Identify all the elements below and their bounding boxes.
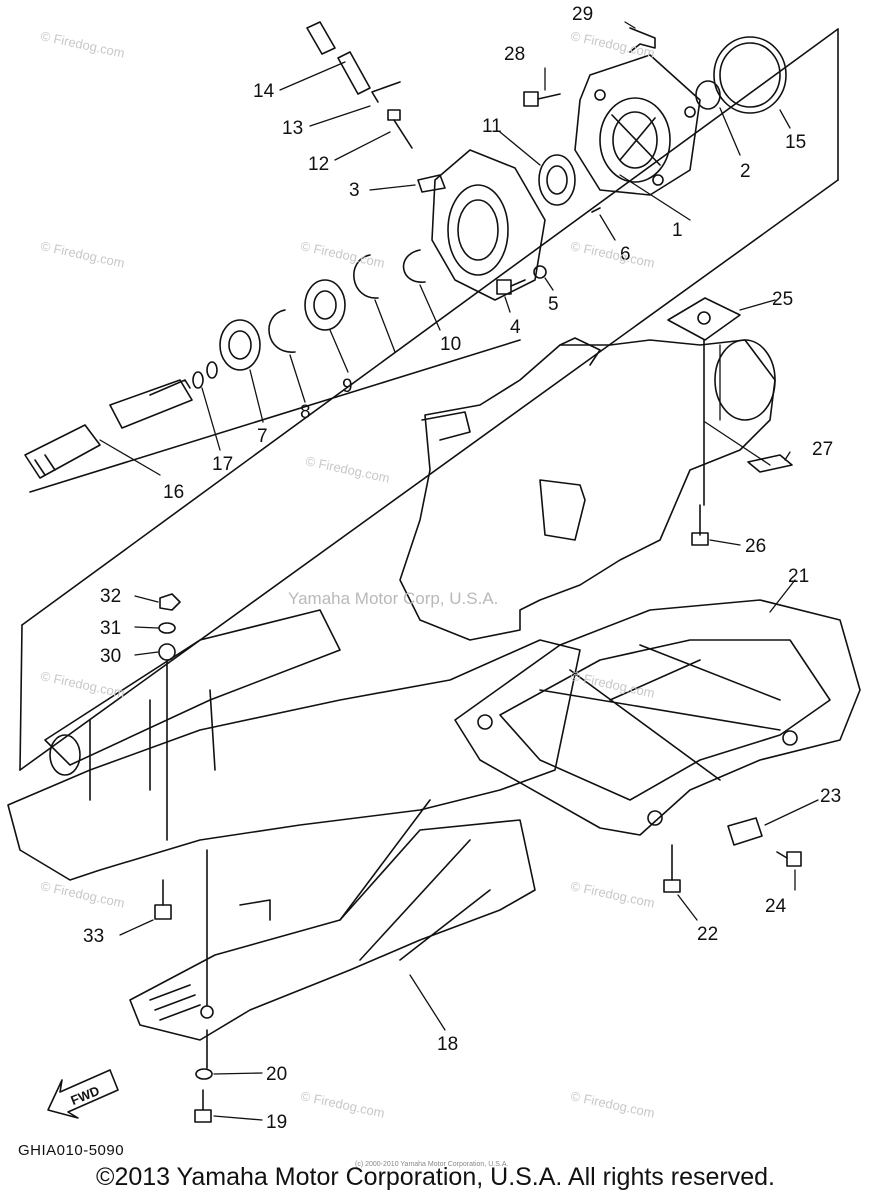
callout-31: 31 <box>100 618 121 639</box>
callout-20: 20 <box>266 1064 287 1085</box>
cap-part-2 <box>695 80 721 110</box>
hull-tray <box>7 609 581 881</box>
callout-29: 29 <box>572 4 593 25</box>
callout-14: 14 <box>253 81 275 102</box>
callout-23: 23 <box>820 786 841 807</box>
callout-27: 27 <box>812 439 833 460</box>
callout-17: 17 <box>212 454 233 475</box>
bolt-part-24 <box>776 851 802 867</box>
callout-4: 4 <box>510 317 521 338</box>
bolt-part-26 <box>691 504 709 546</box>
bearing-part-9 <box>304 279 346 331</box>
bolt-part-33 <box>154 879 172 920</box>
callout-1: 1 <box>672 220 683 241</box>
callout-33: 33 <box>83 926 104 947</box>
callout-22: 22 <box>697 924 718 945</box>
callout-7: 7 <box>257 426 268 447</box>
callout-26: 26 <box>745 536 766 557</box>
plate-part-25 <box>667 297 741 506</box>
exploded-frame <box>19 28 839 771</box>
bolt-part-19 <box>194 1089 212 1123</box>
site-watermark: © Firedog.com <box>39 668 126 700</box>
bearing-housing-part-3 <box>417 149 546 301</box>
site-watermark: © Firedog.com <box>304 453 391 485</box>
bearing-part-11 <box>538 154 576 206</box>
ride-plate-part-21 <box>454 599 861 836</box>
bracket-part-29 <box>629 27 656 53</box>
callout-6: 6 <box>620 244 631 265</box>
bolt-part-28 <box>523 91 561 107</box>
callout-9: 9 <box>342 376 353 397</box>
washer-part-31 <box>158 622 176 634</box>
callout-13: 13 <box>282 118 303 139</box>
intake-grate-part-18 <box>129 799 536 1069</box>
callout-3: 3 <box>349 180 360 201</box>
fitting-part-12 <box>387 109 413 149</box>
site-watermark: © Firedog.com <box>569 1088 656 1120</box>
callout-25: 25 <box>772 289 793 310</box>
o-ring-part-17b <box>192 371 204 389</box>
diagram-reference-code: GHIA010-5090 <box>18 1142 125 1159</box>
drive-shaft-part-16 <box>24 379 193 479</box>
site-watermark: © Firedog.com <box>299 1088 386 1120</box>
callout-18: 18 <box>437 1034 458 1055</box>
leader-lines <box>99 21 819 1121</box>
site-watermark: © Firedog.com <box>569 878 656 910</box>
site-watermarks: © Firedog.com © Firedog.com © Firedog.co… <box>39 28 656 1120</box>
washer-part-20 <box>195 1068 213 1080</box>
bracket-part-23 <box>727 817 763 846</box>
site-watermark: © Firedog.com <box>39 28 126 60</box>
callout-19: 19 <box>266 1112 287 1133</box>
callout-24: 24 <box>765 896 787 917</box>
fwd-arrow-icon <box>47 1069 119 1119</box>
callout-10: 10 <box>440 334 461 355</box>
circlip-part-8-lower <box>268 309 296 353</box>
site-watermark: © Firedog.com <box>569 668 656 700</box>
pin-part-13 <box>371 81 401 103</box>
strip-part-27 <box>747 454 793 473</box>
circlip-part-10 <box>402 249 426 283</box>
callout-15: 15 <box>785 132 806 153</box>
callout-labels: 1 2 3 4 5 6 7 8 9 10 11 12 13 14 15 16 1… <box>83 4 841 1133</box>
callout-2: 2 <box>740 161 751 182</box>
callout-5: 5 <box>548 294 559 315</box>
nut-part-32 <box>159 593 181 611</box>
site-watermark: © Firedog.com <box>299 238 386 270</box>
bearing-part-7 <box>219 319 261 371</box>
callout-21: 21 <box>788 566 809 587</box>
washer-part-30 <box>158 643 176 661</box>
o-ring-part-17a <box>206 361 218 379</box>
callout-16: 16 <box>163 482 184 503</box>
intake-duct-body <box>399 337 776 641</box>
site-watermark: © Firedog.com <box>569 238 656 270</box>
callout-8: 8 <box>300 402 311 423</box>
o-ring-part-15 <box>713 36 787 114</box>
callout-28: 28 <box>504 44 525 65</box>
pin-part-6 <box>591 207 601 213</box>
site-watermark: © Firedog.com <box>39 878 126 910</box>
site-watermark: © Firedog.com <box>39 238 126 270</box>
callout-30: 30 <box>100 646 121 667</box>
callout-11: 11 <box>482 116 502 137</box>
center-watermark: Yamaha Motor Corp, U.S.A. <box>288 589 498 608</box>
callout-32: 32 <box>100 586 121 607</box>
bolt-part-22 <box>663 844 681 893</box>
washer-part-5 <box>533 265 547 279</box>
bolt-part-4 <box>496 279 526 295</box>
tiny-credit: (c) 2000-2010 Yamaha Motor Corporation, … <box>355 1161 509 1168</box>
callout-12: 12 <box>308 154 329 175</box>
copyright-notice: ©2013 Yamaha Motor Corporation, U.S.A. A… <box>96 1163 775 1191</box>
impeller-housing-part-1 <box>574 54 701 196</box>
tube-part-14 <box>306 21 371 95</box>
circlip-part-8-upper <box>353 254 379 299</box>
